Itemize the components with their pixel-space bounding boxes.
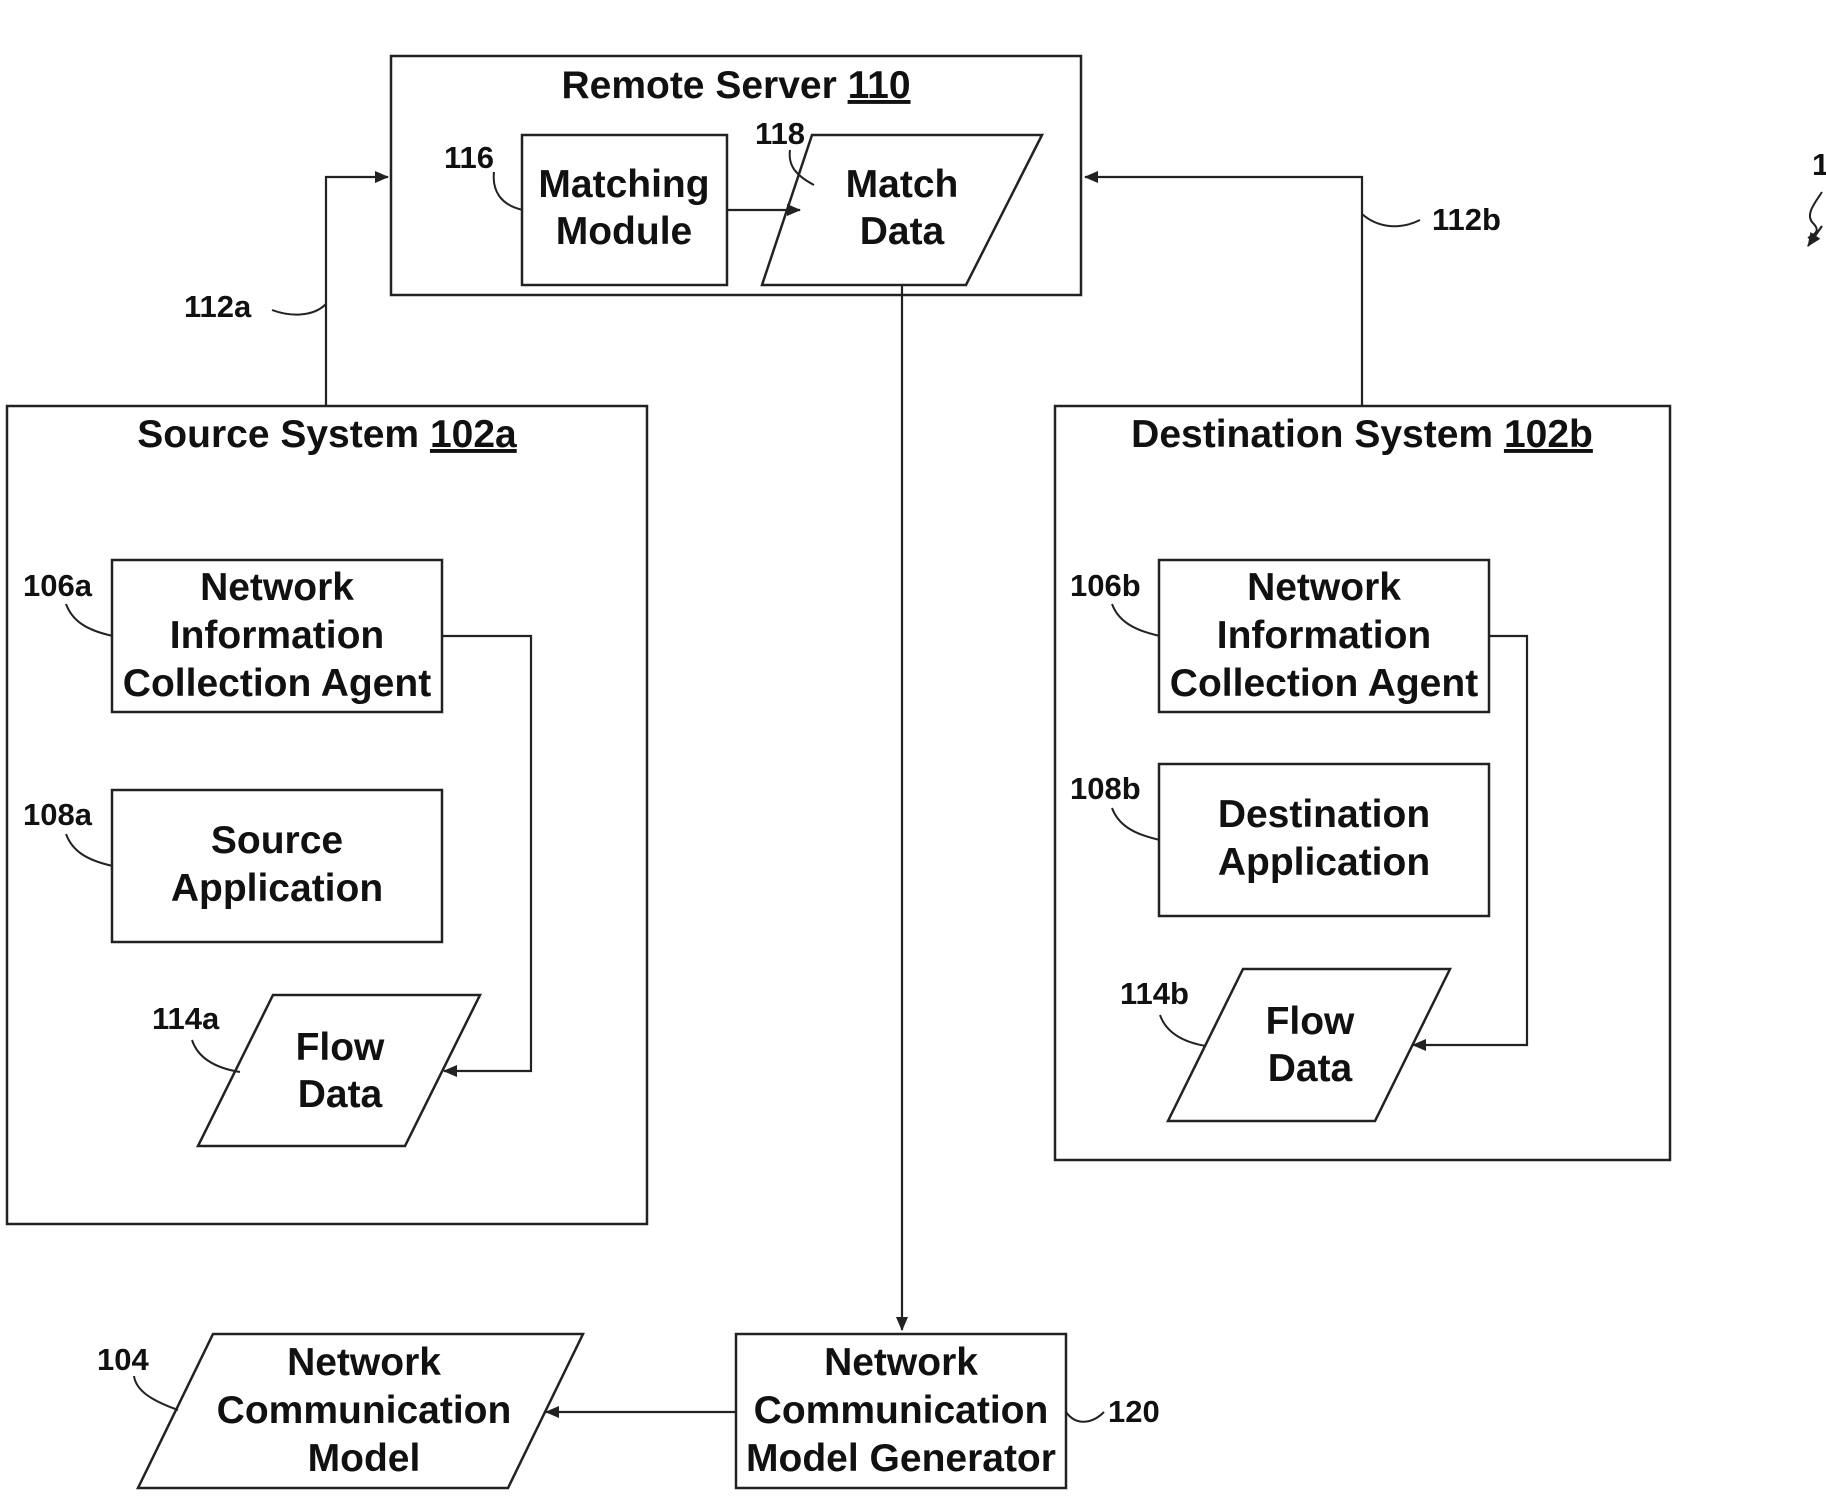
communication-model-label-2: Communication: [217, 1389, 512, 1432]
remote-server-title: Remote Server 110: [561, 64, 910, 107]
model-generator-label-1: Network: [824, 1341, 978, 1384]
dest-agent-ref: 106b: [1070, 568, 1141, 603]
dest-application-box: [1159, 764, 1489, 916]
model-generator-leader: [1066, 1412, 1104, 1422]
destination-to-server-link: [1085, 177, 1362, 406]
source-system-title: Source System 102a: [137, 413, 517, 456]
source-flow-data-label-1: Flow: [296, 1026, 385, 1069]
source-agent-ref: 106a: [23, 568, 93, 603]
source-application-label-1: Source: [211, 819, 343, 862]
source-flow-data-label-2: Data: [298, 1073, 383, 1116]
source-application-ref: 108a: [23, 797, 93, 832]
dest-flow-data-ref: 114b: [1120, 976, 1189, 1011]
link-destination-leader: [1362, 214, 1420, 226]
matching-module-label-1: Matching: [538, 163, 709, 206]
model-generator-label-2: Communication: [754, 1389, 1049, 1432]
match-data-label-1: Match: [846, 163, 959, 206]
dest-agent-label-3: Collection Agent: [1170, 662, 1478, 705]
dest-flow-data-label-1: Flow: [1266, 1000, 1355, 1043]
link-source-leader: [272, 304, 326, 315]
source-agent-label-2: Information: [170, 614, 384, 657]
dest-agent-label-2: Information: [1217, 614, 1431, 657]
communication-model-label-1: Network: [287, 1341, 441, 1384]
communication-model-leader: [134, 1376, 178, 1410]
source-flow-data-ref: 114a: [152, 1001, 220, 1036]
source-application-box: [112, 790, 442, 942]
figure-ref-leader: [1808, 192, 1822, 238]
dest-agent-label-1: Network: [1247, 566, 1401, 609]
communication-model-ref: 104: [97, 1342, 149, 1377]
model-generator-label-3: Model Generator: [746, 1437, 1056, 1480]
dest-application-ref: 108b: [1070, 771, 1141, 806]
matching-module-label-2: Module: [556, 210, 692, 253]
match-data-ref: 118: [755, 116, 805, 151]
match-data-label-2: Data: [860, 210, 945, 253]
figure-ref-partial: 1: [1812, 147, 1826, 182]
source-application-label-2: Application: [171, 867, 383, 910]
dest-application-label-2: Application: [1218, 841, 1430, 884]
link-source-ref: 112a: [184, 289, 252, 324]
link-destination-ref: 112b: [1432, 202, 1501, 237]
source-agent-label-3: Collection Agent: [123, 662, 431, 705]
destination-system-title: Destination System 102b: [1131, 413, 1593, 456]
model-generator-ref: 120: [1108, 1394, 1160, 1429]
dest-application-label-1: Destination: [1218, 793, 1430, 836]
source-to-server-link: [326, 177, 388, 406]
source-agent-label-1: Network: [200, 566, 354, 609]
communication-model-label-3: Model: [308, 1437, 421, 1480]
dest-flow-data-label-2: Data: [1268, 1047, 1353, 1090]
matching-module-ref: 116: [444, 140, 494, 175]
